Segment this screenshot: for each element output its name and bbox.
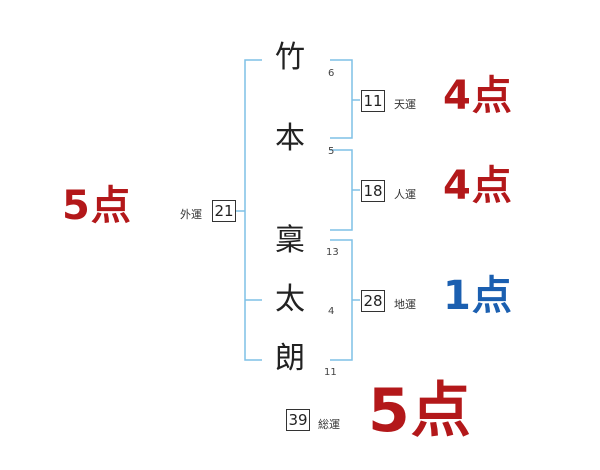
- chikaku-label: 地運: [394, 298, 416, 311]
- tenkaku-value-box: 11: [361, 90, 385, 112]
- stroke-count-1: 6: [328, 68, 335, 79]
- jinkaku-value-box: 18: [361, 180, 385, 202]
- jinkaku-label: 人運: [394, 188, 416, 201]
- jinkaku-bracket: [330, 149, 353, 231]
- name-char-4: 太: [275, 282, 305, 317]
- name-char-2: 本: [275, 121, 305, 156]
- outer-bracket: [244, 59, 262, 361]
- tenkaku-score: 4点: [443, 73, 513, 119]
- stroke-count-4: 4: [328, 306, 335, 317]
- jinkaku-score: 4点: [443, 163, 513, 209]
- chikaku-value-box: 28: [361, 290, 385, 312]
- stroke-count-2: 5: [328, 146, 335, 157]
- name-char-3: 稟: [275, 223, 305, 258]
- gaikaku-value-box: 21: [212, 200, 236, 222]
- gaikaku-label: 外運: [180, 208, 202, 221]
- name-char-5: 朗: [275, 341, 305, 376]
- tenkaku-bracket: [330, 59, 353, 139]
- soukaku-value-box: 39: [286, 409, 310, 431]
- soukaku-label: 総運: [318, 418, 340, 431]
- stroke-count-3: 13: [326, 247, 339, 258]
- soukaku-score: 5点: [368, 376, 472, 446]
- stroke-count-5: 11: [324, 367, 337, 378]
- chikaku-bracket: [330, 239, 353, 361]
- tenkaku-label: 天運: [394, 98, 416, 111]
- name-char-1: 竹: [275, 40, 305, 75]
- chikaku-score: 1点: [443, 273, 513, 319]
- gaikaku-score: 5点: [62, 183, 132, 229]
